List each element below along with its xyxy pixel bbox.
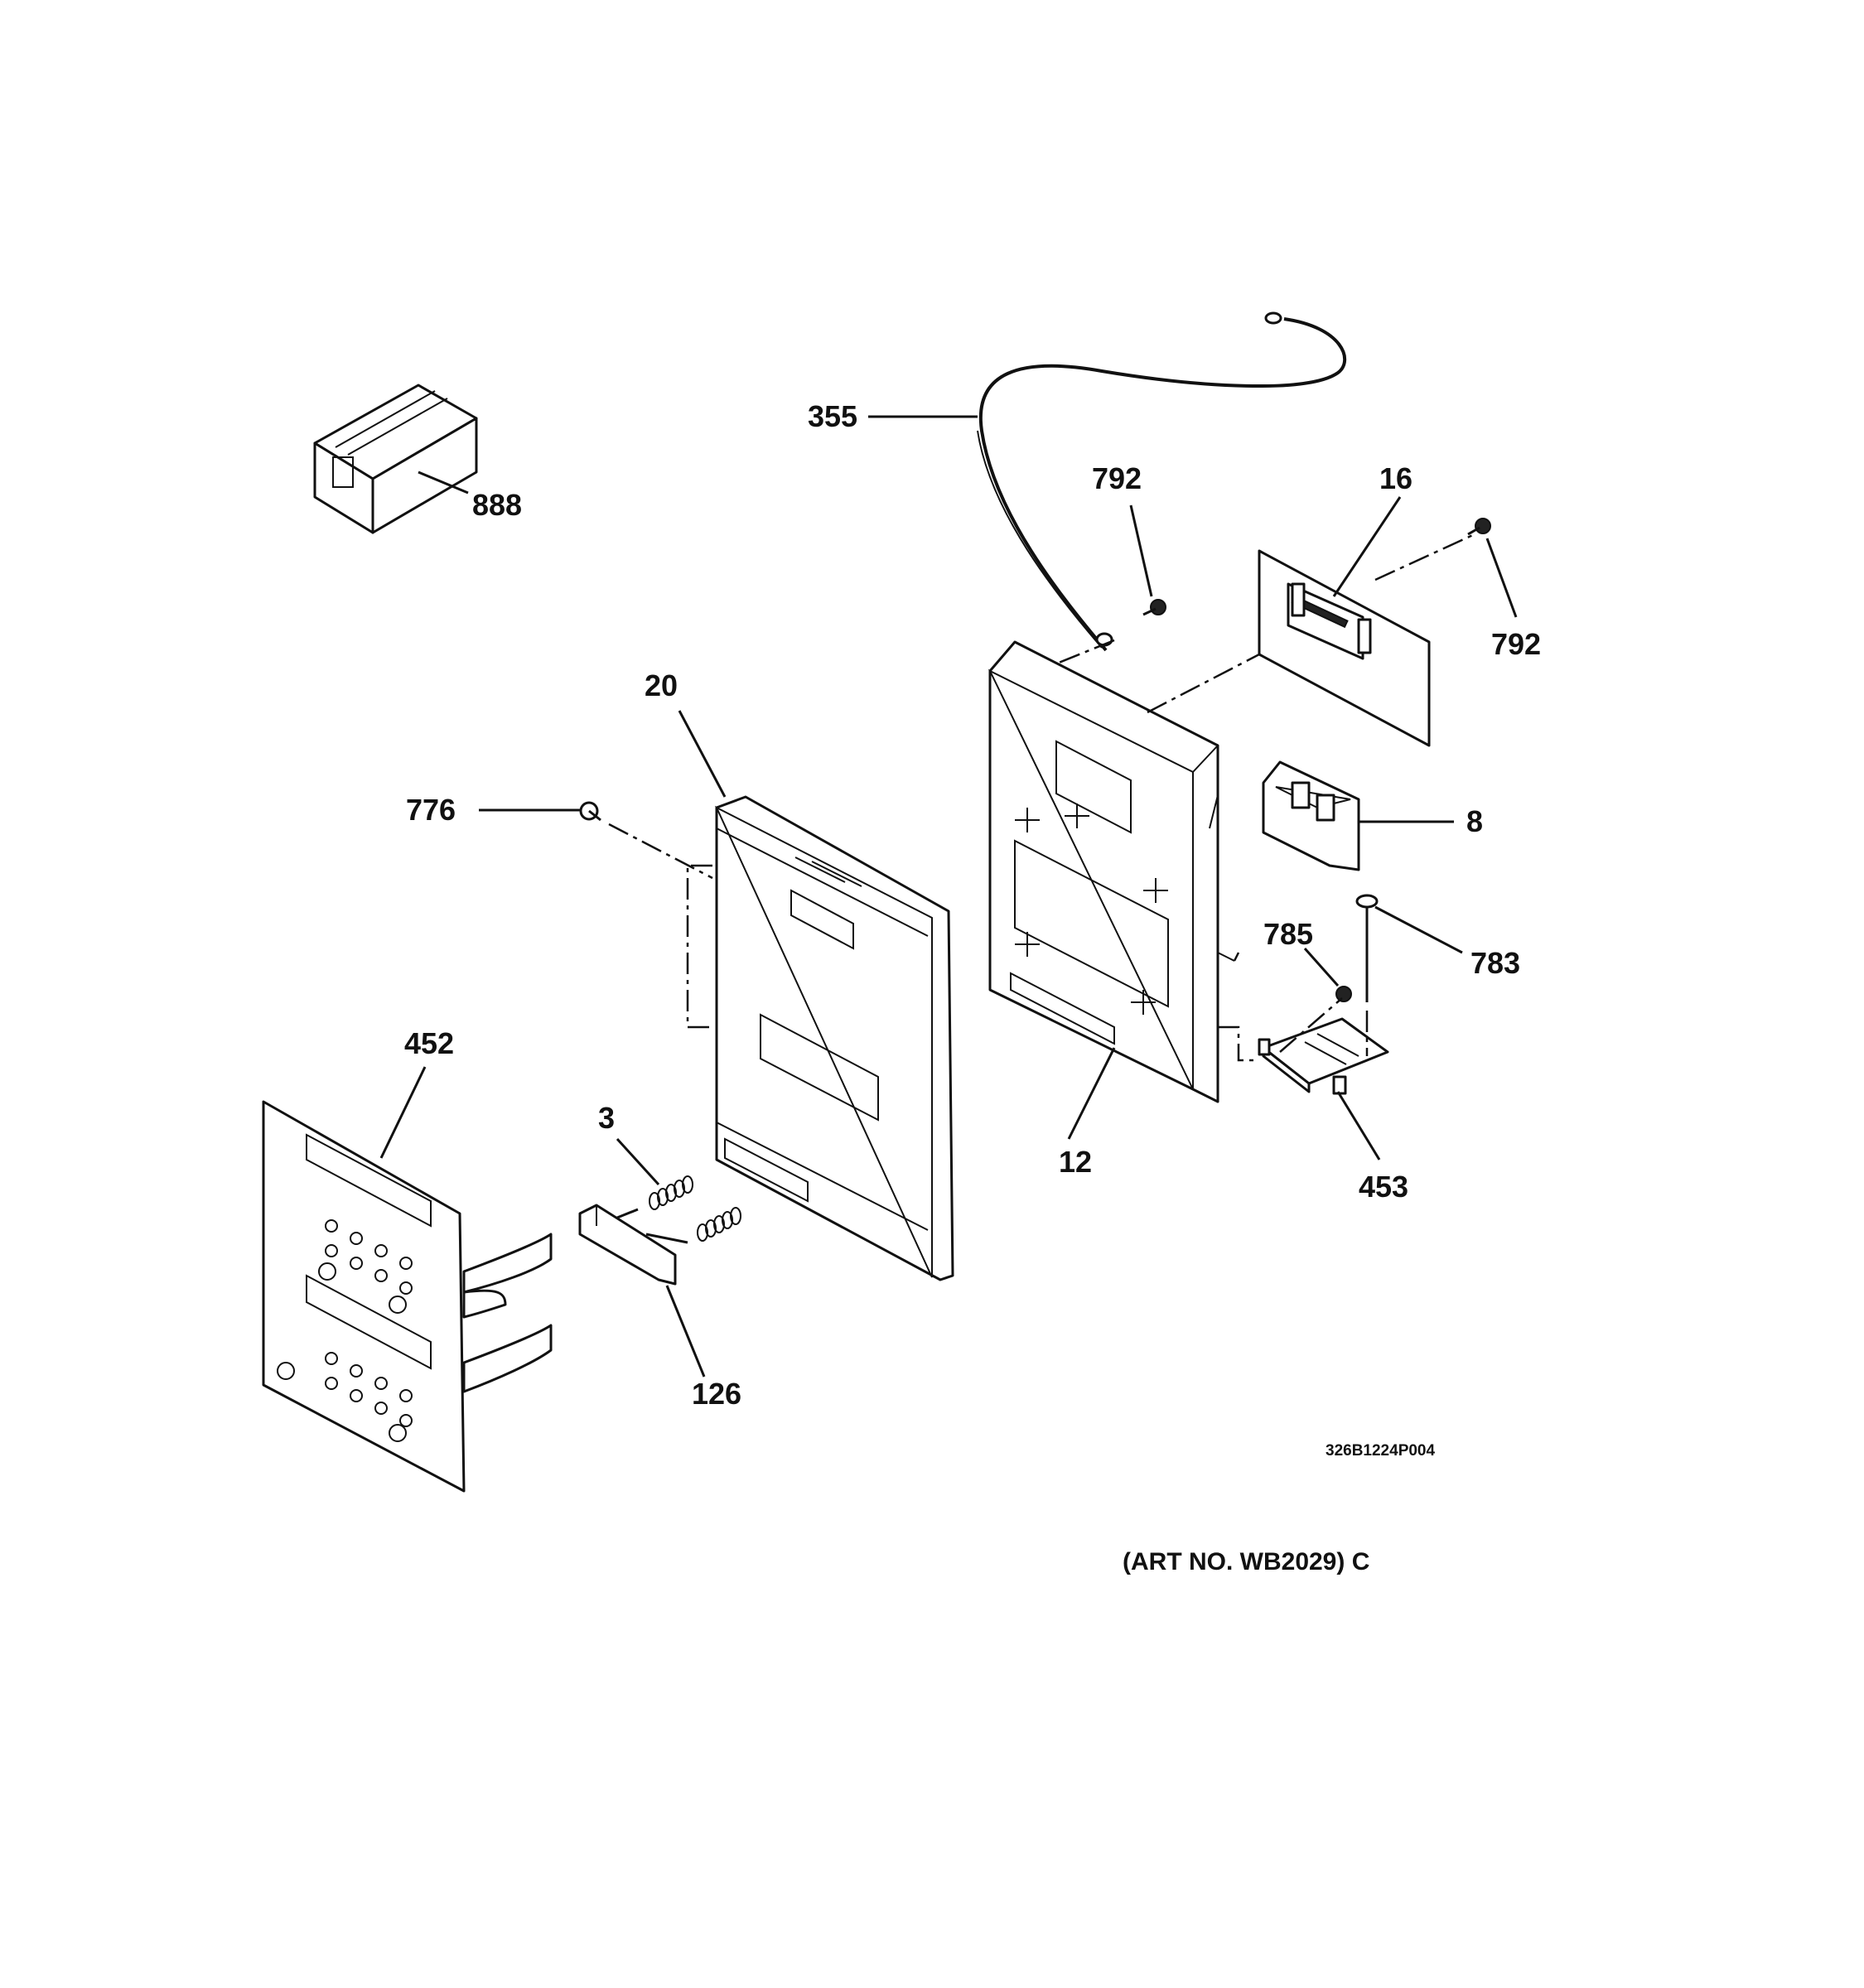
label-792-left: 792 <box>1092 461 1142 495</box>
alignment-lines <box>608 533 1475 1062</box>
label-785: 785 <box>1263 917 1313 951</box>
control-frame-icon[interactable] <box>988 640 1235 1103</box>
label-453: 453 <box>1359 1170 1408 1204</box>
label-783: 783 <box>1470 946 1520 980</box>
drawing-code: 326B1224P004 <box>1326 1442 1435 1460</box>
ground-wire-icon[interactable] <box>977 311 1347 652</box>
box-icon[interactable] <box>313 384 478 534</box>
leader-lines <box>379 415 1518 1378</box>
screw-icon[interactable] <box>1335 986 1352 1002</box>
touchpad-overlay-icon[interactable] <box>262 1100 553 1493</box>
latch-icon[interactable] <box>578 1204 688 1286</box>
screw-icon[interactable] <box>1142 599 1166 616</box>
control-panel-icon[interactable] <box>714 795 954 1281</box>
label-792-right: 792 <box>1491 627 1541 661</box>
label-16: 16 <box>1379 461 1412 495</box>
label-8: 8 <box>1466 804 1483 838</box>
screw-icon[interactable] <box>579 801 601 822</box>
latch-icon[interactable] <box>1262 760 1360 871</box>
label-12: 12 <box>1059 1145 1092 1179</box>
screw-icon[interactable] <box>1355 894 1379 1002</box>
label-776: 776 <box>406 793 456 827</box>
label-20: 20 <box>645 668 678 702</box>
label-355: 355 <box>808 399 857 433</box>
circuit-board-icon[interactable] <box>1258 549 1431 747</box>
art-number: (ART NO. WB2029) C <box>1123 1548 1369 1575</box>
bracket-icon[interactable] <box>1258 1017 1389 1095</box>
label-126: 126 <box>692 1377 741 1411</box>
screw-icon[interactable] <box>1467 518 1491 536</box>
label-888: 888 <box>472 488 522 522</box>
spring-icon[interactable] <box>697 1207 741 1242</box>
label-452: 452 <box>404 1026 454 1060</box>
label-3: 3 <box>598 1101 615 1135</box>
spring-icon[interactable] <box>649 1175 693 1210</box>
